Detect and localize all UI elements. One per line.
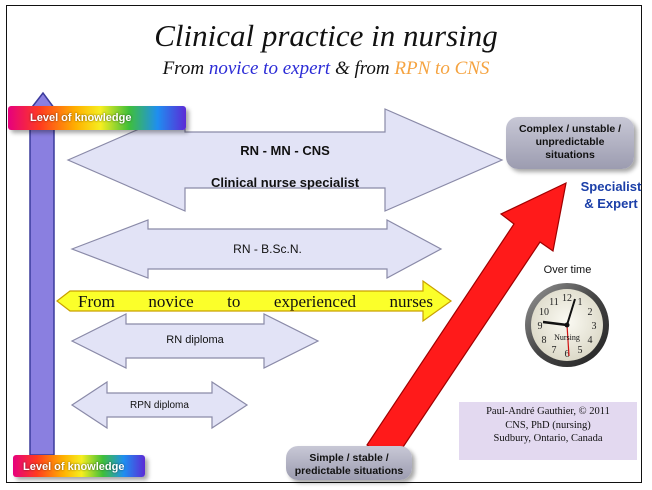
specialist-expert-label: Specialist & Expert [575,178,647,212]
label-clinical-nurse-specialist: Clinical nurse specialist [210,175,360,190]
label-rpn-diploma: RPN diploma [130,400,189,411]
credit-line: Sudbury, Ontario, Canada [493,433,603,444]
subtitle-prefix: From [162,58,209,79]
novice-word: to [227,292,241,311]
svg-text:5: 5 [578,345,583,356]
knowledge-axis-arrow [20,91,65,456]
simple-situations-box: Simple / stable / predictable situations [286,446,412,480]
arrow-rn-diploma [70,313,320,369]
svg-text:11: 11 [549,297,559,308]
subtitle-novice-to-expert: novice to expert [208,58,331,79]
svg-text:3: 3 [592,321,597,332]
svg-text:6: 6 [565,349,570,360]
label-rn-bscn: RN - B.Sc.N. [233,242,302,256]
specialist-line: Specialist [580,179,642,194]
slide-frame [6,5,642,483]
credit-line: Paul-André Gauthier, © 2011 [486,406,610,417]
svg-text:9: 9 [538,321,543,332]
slide-subtitle: From novice to expert & from RPN to CNS [0,58,652,80]
novice-word: novice [148,292,194,311]
subtitle-rpn-to-cns: RPN to CNS [394,58,490,79]
knowledge-label-top: Level of knowledge [8,106,186,130]
subtitle-middle: & from [330,58,395,79]
expert-line: & Expert [584,196,638,211]
clock-nursing-label: Nursing [554,333,580,342]
clock-icon: 12 1 2 3 4 5 6 7 8 9 10 11 [525,283,609,367]
credit-line: CNS, PhD (nursing) [505,419,591,431]
novice-arrow-text: From novice to experienced nurses [78,292,433,312]
knowledge-label-bottom: Level of knowledge [13,455,145,477]
arrow-rpn-diploma [70,380,249,430]
author-credit: Paul-André Gauthier, © 2011 CNS, PhD (nu… [459,402,637,460]
arrow-red-progression [366,181,567,463]
svg-text:1: 1 [578,297,583,308]
svg-text:8: 8 [542,335,547,346]
over-time-label: Over time [543,264,592,276]
svg-text:12: 12 [562,293,572,304]
svg-text:4: 4 [588,335,593,346]
slide-title: Clinical practice in nursing [154,18,498,53]
novice-word: From [78,292,115,311]
label-rn-diploma: RN diploma [166,334,224,346]
novice-word: nurses [389,292,433,311]
svg-text:7: 7 [552,345,557,356]
novice-word: experienced [273,292,357,311]
arrow-novice-to-experienced [56,279,453,323]
label-rn-mn-cns: RN - MN - CNS [240,143,330,158]
svg-text:10: 10 [539,307,549,318]
arrow-rn-bscn [70,218,443,280]
svg-text:2: 2 [588,307,593,318]
complex-situations-box: Complex / unstable / unpredictable situa… [506,117,634,169]
